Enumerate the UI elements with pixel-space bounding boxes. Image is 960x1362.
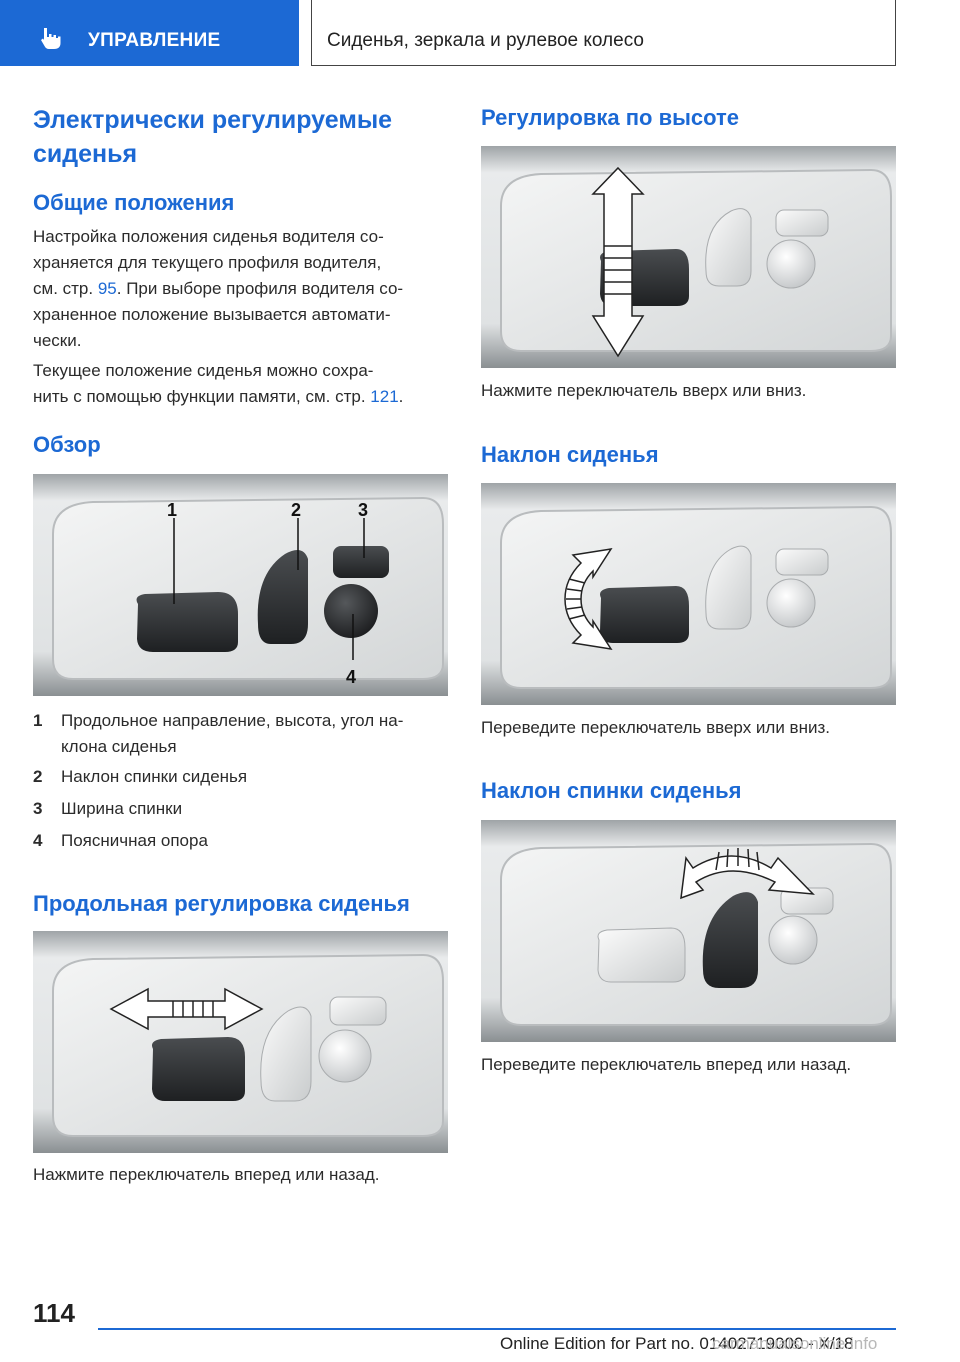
legend-num: 4 xyxy=(33,831,43,850)
footer-edition: Online Edition for Part no. 01402719000 … xyxy=(500,1334,854,1353)
text: см. стр. xyxy=(33,279,98,298)
longitudinal-caption: Нажмите переключатель вперед или назад. xyxy=(33,1165,380,1184)
callout-1: 1 xyxy=(167,500,177,520)
legend-num: 1 xyxy=(33,711,43,730)
heading-backrest: Наклон спинки сиденья xyxy=(481,778,742,803)
page-title-line2: сиденья xyxy=(33,140,138,168)
general-p2-line1: Текущее положение сиденья можно сохра- xyxy=(33,361,374,380)
legend-num: 2 xyxy=(33,767,43,786)
legend-text: Поясничная опора xyxy=(61,831,208,850)
text: . При выборе профиля водителя со- xyxy=(116,279,404,298)
page-header: УПРАВЛЕНИЕ Сиденья, зеркала и рулевое ко… xyxy=(0,0,960,66)
heading-longitudinal: Продольная регулировка сиденья xyxy=(33,891,410,916)
legend-text: Продольное направление, высота, угол на-… xyxy=(61,708,451,760)
heading-overview: Обзор xyxy=(33,432,101,457)
general-p1-line5: чески. xyxy=(33,331,82,350)
section-label: УПРАВЛЕНИЕ xyxy=(88,30,221,51)
page-number: 114 xyxy=(33,1298,75,1328)
backrest-caption: Переведите переключатель вперед или наза… xyxy=(481,1055,852,1074)
text: клона сиденья xyxy=(61,737,177,756)
general-p1-line1: Настройка положения сиденья водителя со- xyxy=(33,227,384,246)
height-caption: Нажмите переключатель вверх или вниз. xyxy=(481,381,807,400)
legend-item-3: 3 Ширина спинки xyxy=(33,796,448,822)
backrest-adjust-image xyxy=(481,820,896,1042)
heading-general: Общие положения xyxy=(33,190,235,215)
longitudinal-adjust-image xyxy=(33,931,448,1153)
legend-item-2: 2 Наклон спинки сиденья xyxy=(33,764,448,790)
text: Продольное направление, высота, угол на- xyxy=(61,711,404,730)
legend-item-1: 1 Продольное направление, высота, угол н… xyxy=(33,708,448,760)
heading-height: Регулировка по высоте xyxy=(481,105,740,130)
chapter-label: Сиденья, зеркала и рулевое колесо xyxy=(327,30,644,51)
text: . xyxy=(398,387,404,406)
callout-4: 4 xyxy=(346,667,356,687)
general-p1-line4: храненное положение вызывается автомати- xyxy=(33,305,391,324)
callout-2: 2 xyxy=(291,500,301,520)
legend-item-4: 4 Поясничная опора xyxy=(33,828,448,854)
footer-divider xyxy=(98,1328,896,1330)
legend-text: Ширина спинки xyxy=(61,799,183,818)
tilt-adjust-image xyxy=(481,483,896,705)
heading-tilt: Наклон сиденья xyxy=(481,442,659,467)
overview-seat-controls-image: 1 2 3 4 xyxy=(33,474,448,696)
callout-3: 3 xyxy=(358,500,368,520)
legend-num: 3 xyxy=(33,799,43,818)
page-link-95[interactable]: 95 xyxy=(97,279,117,298)
legend-text: Наклон спинки сиденья xyxy=(61,767,248,786)
footer-watermark: carmanualsonline.info xyxy=(712,1334,878,1353)
height-adjust-image xyxy=(481,146,896,368)
general-p1-line2: храняется для текущего профиля водителя, xyxy=(33,253,382,272)
text: нить с помощью функции памяти, см. стр. xyxy=(33,387,371,406)
page-link-121[interactable]: 121 xyxy=(370,387,399,406)
general-p1-line3: см. стр. 95. При выборе профиля водителя… xyxy=(33,276,403,302)
page-title-line1: Электрически регулируемые xyxy=(33,106,393,134)
tilt-caption: Переведите переключатель вверх или вниз. xyxy=(481,718,830,737)
section-tab[interactable]: УПРАВЛЕНИЕ xyxy=(0,0,299,66)
general-p2-line2: нить с помощью функции памяти, см. стр. … xyxy=(33,384,403,410)
pointing-hand-icon xyxy=(41,28,61,49)
chapter-tab[interactable]: Сиденья, зеркала и рулевое колесо xyxy=(311,0,896,66)
